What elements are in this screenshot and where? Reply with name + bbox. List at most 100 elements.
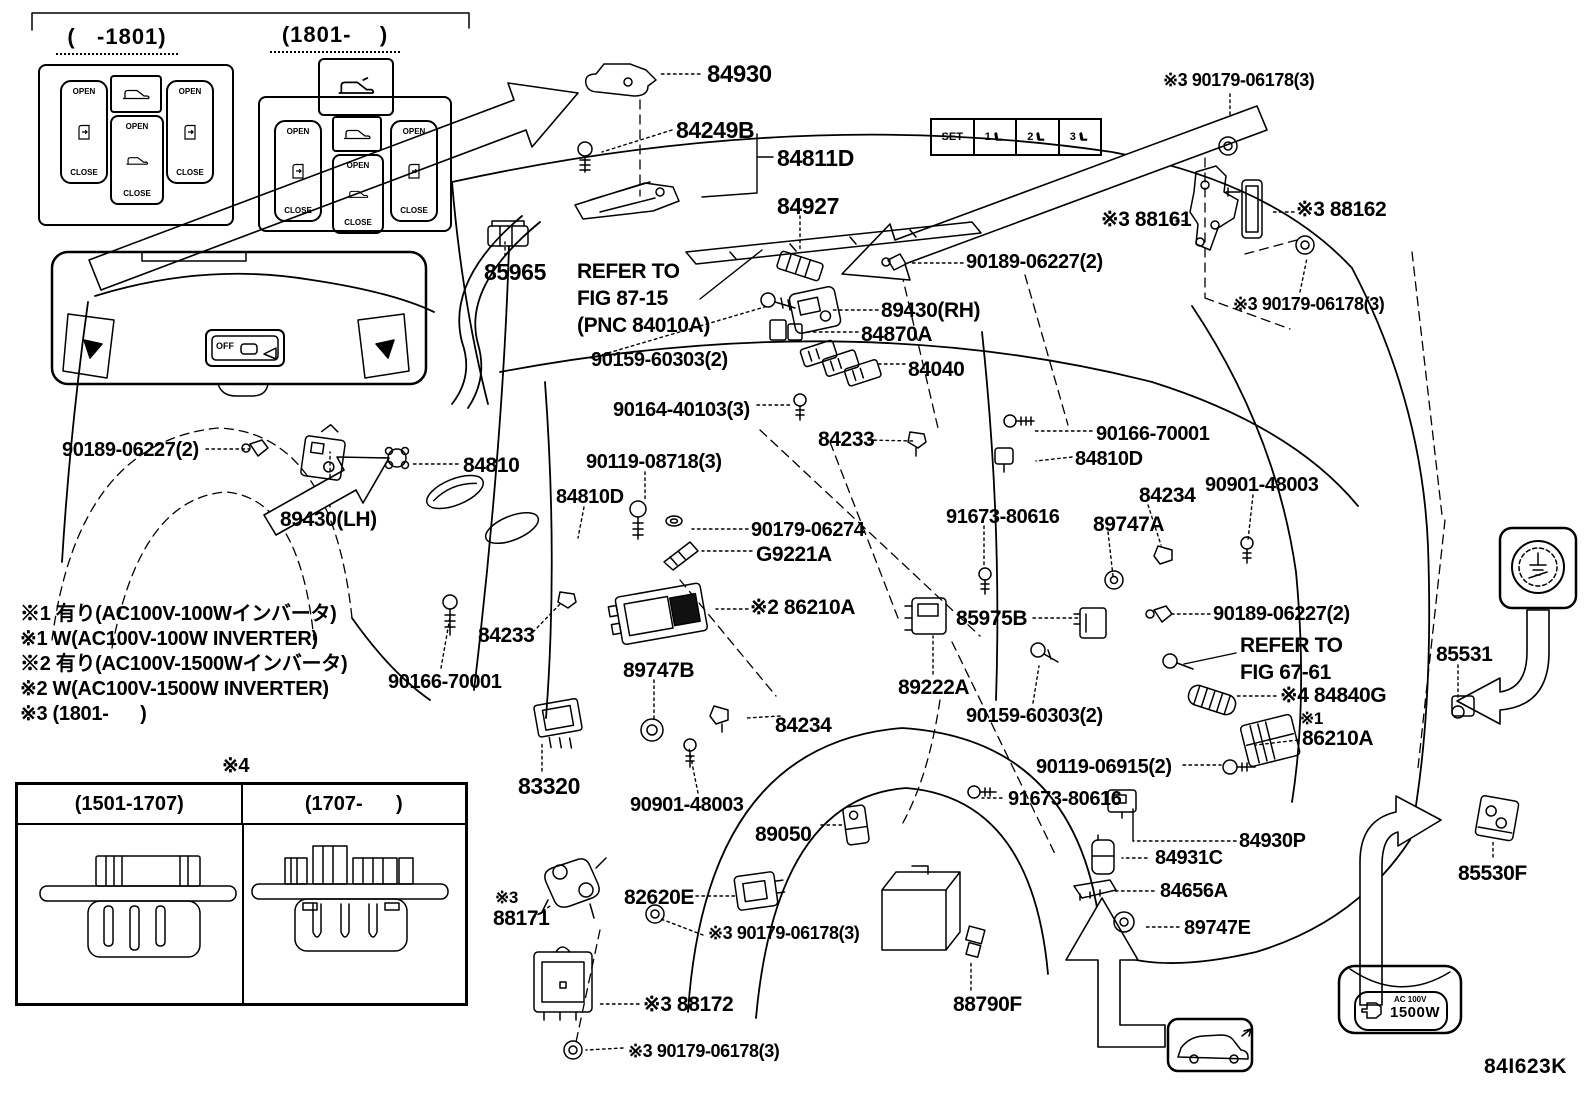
note-line: ※1 有り(AC100V-100Wインバータ): [20, 603, 337, 625]
part-label: 84810D: [556, 486, 624, 508]
note-line: ※1 W(AC100V-100W INVERTER): [20, 628, 318, 650]
part-label: 89222A: [898, 676, 970, 699]
part-label: 90189-06227(2): [62, 439, 199, 461]
note-line: ※3 (1801- ): [20, 703, 147, 725]
caption-post-1801: (1801- ): [270, 22, 400, 53]
open-label: OPEN: [72, 87, 96, 96]
open-label: OPEN: [125, 122, 149, 131]
seat-icon: [1079, 132, 1088, 141]
open-label: OPEN: [346, 161, 370, 170]
part-label: (PNC 84010A): [577, 314, 710, 337]
open-label: OPEN: [402, 127, 426, 136]
part-label: 85965: [484, 259, 546, 285]
part-label: 90119-06915(2): [1036, 756, 1172, 778]
overhead-console-drawing: [50, 250, 428, 397]
part-label: 84233: [478, 624, 535, 647]
part-label: 91673-80616: [1008, 788, 1122, 810]
part-label: 90159-60303(2): [591, 349, 728, 371]
door-icon: [78, 124, 90, 140]
note-line: ※2 有り(AC100V-1500Wインバータ): [20, 653, 348, 675]
part-label: 90901-48003: [630, 794, 744, 816]
slide-door-switch-right: OPEN CLOSE: [390, 120, 438, 222]
part-label: 85531: [1436, 643, 1493, 666]
part-label: 90179-06274: [751, 519, 865, 541]
part-label: 89747E: [1184, 917, 1251, 939]
part-label: 84656A: [1160, 880, 1228, 902]
inset-marker: ※4: [222, 755, 250, 777]
part-label: REFER TO: [577, 260, 680, 283]
diagram-code: 84I623K: [1484, 1055, 1567, 1078]
part-label: 90189-06227(2): [1213, 603, 1350, 625]
notes-block: ※1 有り(AC100V-100Wインバータ) ※1 W(AC100V-100W …: [20, 602, 348, 727]
part-label: 85975B: [956, 607, 1028, 630]
part-label: 84234: [775, 714, 832, 737]
seat-icon: [1036, 132, 1045, 141]
close-label: CLOSE: [344, 218, 372, 227]
part-label: 84931C: [1155, 847, 1223, 869]
arrow-curved-ground: [1456, 609, 1550, 725]
part-label: 88790F: [953, 993, 1022, 1016]
power-door-switch-panel-post1801: OPEN CLOSE OPEN CLOSE OPEN CLOSE: [258, 96, 452, 234]
seat-icon: [994, 132, 1003, 141]
arrow-hook-right: [1359, 795, 1442, 1006]
console-off-label: OFF: [216, 341, 234, 351]
door-icon: [408, 163, 420, 179]
close-label: CLOSE: [176, 168, 204, 177]
part-label: FIG 87-15: [577, 287, 668, 310]
part-label: 90159-60303(2): [966, 705, 1103, 727]
inset-caption-left: (1501-1707): [74, 792, 184, 815]
note-line: ※2 W(AC100V-1500W INVERTER): [20, 678, 329, 700]
part-label: 90166-70001: [1096, 423, 1210, 445]
part-label: ※3 88162: [1296, 198, 1387, 221]
ground-point-icon: [1498, 526, 1578, 610]
part-label: 91673-80616: [946, 506, 1060, 528]
close-label: CLOSE: [400, 206, 428, 215]
open-label: OPEN: [286, 127, 310, 136]
part-label: ※3 90179-06178(3): [628, 1041, 780, 1061]
ac-voltage-label: AC 100V: [1394, 995, 1427, 1004]
set-button: SET: [941, 131, 963, 143]
van-icon: [348, 190, 369, 198]
construction-dashed-lines: [51, 99, 1446, 1043]
vehicle-badge-icon: [1166, 1017, 1254, 1073]
part-label: 84930P: [1239, 830, 1306, 852]
part-label: ※4 84840G: [1280, 684, 1387, 707]
part-label: ※3 90179-06178(3): [1163, 70, 1315, 90]
part-label: 84927: [777, 193, 839, 219]
ac-wattage-label: 1500W: [1390, 1004, 1441, 1021]
leader-lines-dotted: [205, 73, 1494, 1051]
part-label: 86210A: [1302, 727, 1374, 750]
part-label: 84249B: [676, 117, 755, 143]
seat-memory-set-panel: SET 1 2 3: [930, 118, 1102, 156]
part-label: ※3 90179-06178(3): [708, 923, 860, 943]
part-label: 90189-06227(2): [966, 251, 1103, 273]
part-label: 84233: [818, 428, 875, 451]
liftgate-switch-top: [318, 58, 394, 116]
ac-outlet-icon: [1337, 964, 1463, 1035]
inset-caption-right: (1707- ): [240, 785, 466, 823]
van-icon: [344, 129, 371, 140]
slide-door-switch-left: OPEN CLOSE: [60, 80, 108, 184]
back-door-switch-center: OPEN CLOSE: [332, 154, 384, 234]
close-label: CLOSE: [284, 206, 312, 215]
van-icon: [126, 156, 149, 165]
part-label: ※1: [1300, 709, 1323, 728]
part-label: 82620E: [624, 886, 695, 909]
part-label: 89747B: [623, 659, 695, 682]
van-icon: [123, 89, 150, 100]
arrow-bottom-up: [1065, 897, 1166, 1048]
slide-door-switch-left: OPEN CLOSE: [274, 120, 322, 222]
part-label: FIG 67-61: [1240, 661, 1331, 684]
power-door-switch-panel-pre1801: OPEN CLOSE OPEN CLOSE OPEN CLOSE: [38, 64, 234, 226]
part-label: ※3 88172: [643, 993, 734, 1016]
part-glyphs: [241, 63, 1520, 1060]
caption-pre-1801: ( -1801): [56, 24, 178, 55]
door-icon: [184, 124, 196, 140]
part-label: 83320: [518, 773, 580, 799]
slide-door-switch-right: OPEN CLOSE: [166, 80, 214, 184]
part-label: 84040: [908, 358, 965, 381]
part-label: 84810: [463, 454, 520, 477]
memory-button-2: 2: [1015, 120, 1058, 154]
part-label: REFER TO: [1240, 634, 1343, 657]
